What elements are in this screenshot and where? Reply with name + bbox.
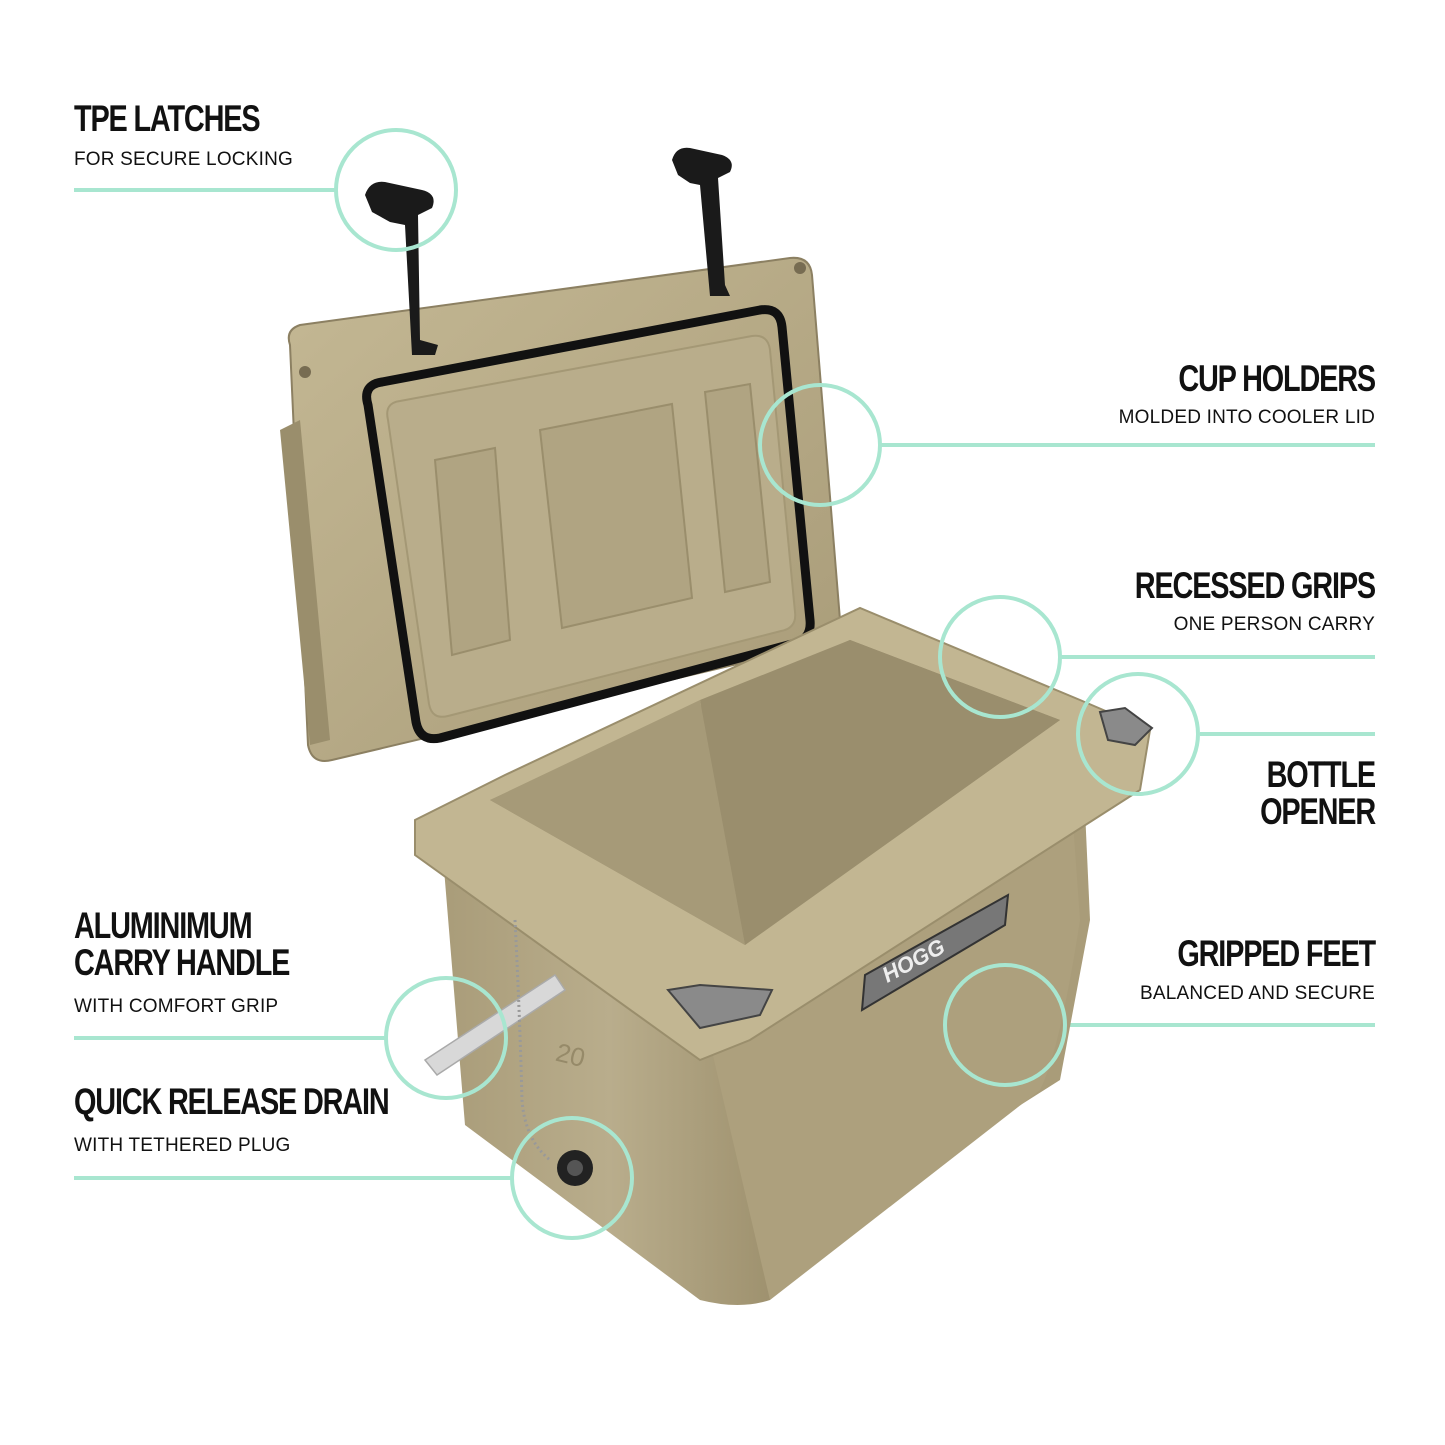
feature-title: QUICK RELEASE DRAIN (74, 1081, 390, 1122)
feature-subtitle: BALANCED AND SECURE (1139, 983, 1375, 1004)
feature-title-line2: OPENER (1260, 791, 1376, 832)
cooler-body (414, 606, 1154, 1305)
feature-title-line2: CARRY HANDLE (74, 942, 290, 983)
latch-right (672, 147, 732, 296)
feature-drain: QUICK RELEASE DRAIN WITH TETHERED PLUG (74, 1081, 477, 1156)
cooler-lid (280, 256, 842, 762)
callout-lines (74, 188, 1375, 1180)
callout-circles (334, 128, 1200, 1240)
feature-title: GRIPPED FEET (1177, 933, 1376, 974)
feature-subtitle: WITH TETHERED PLUG (74, 1135, 291, 1156)
feature-bottle-opener: BOTTLE OPENER (1075, 754, 1377, 832)
feature-title-line1: BOTTLE (1266, 754, 1377, 795)
latch-left (365, 181, 438, 355)
feature-gripped-feet: GRIPPED FEET BALANCED AND SECURE (975, 933, 1376, 1004)
feature-carry-handle: ALUMINIMUM CARRY HANDLE WITH COMFORT GRI… (74, 905, 350, 1017)
feature-title: CUP HOLDERS (1178, 358, 1376, 399)
feature-title: TPE LATCHES (74, 98, 261, 139)
feature-subtitle: WITH COMFORT GRIP (74, 996, 279, 1017)
feature-subtitle: MOLDED INTO COOLER LID (1118, 407, 1375, 428)
feature-cup-holders: CUP HOLDERS MOLDED INTO COOLER LID (975, 358, 1377, 428)
feature-recessed-grips: RECESSED GRIPS ONE PERSON CARRY (975, 565, 1376, 635)
feature-title: RECESSED GRIPS (1134, 565, 1376, 606)
feature-tpe-latches: TPE LATCHES FOR SECURE LOCKING (74, 98, 312, 170)
feature-title-line1: ALUMINIMUM (74, 905, 253, 946)
feature-subtitle: FOR SECURE LOCKING (74, 149, 293, 170)
feature-subtitle: ONE PERSON CARRY (1173, 614, 1375, 635)
